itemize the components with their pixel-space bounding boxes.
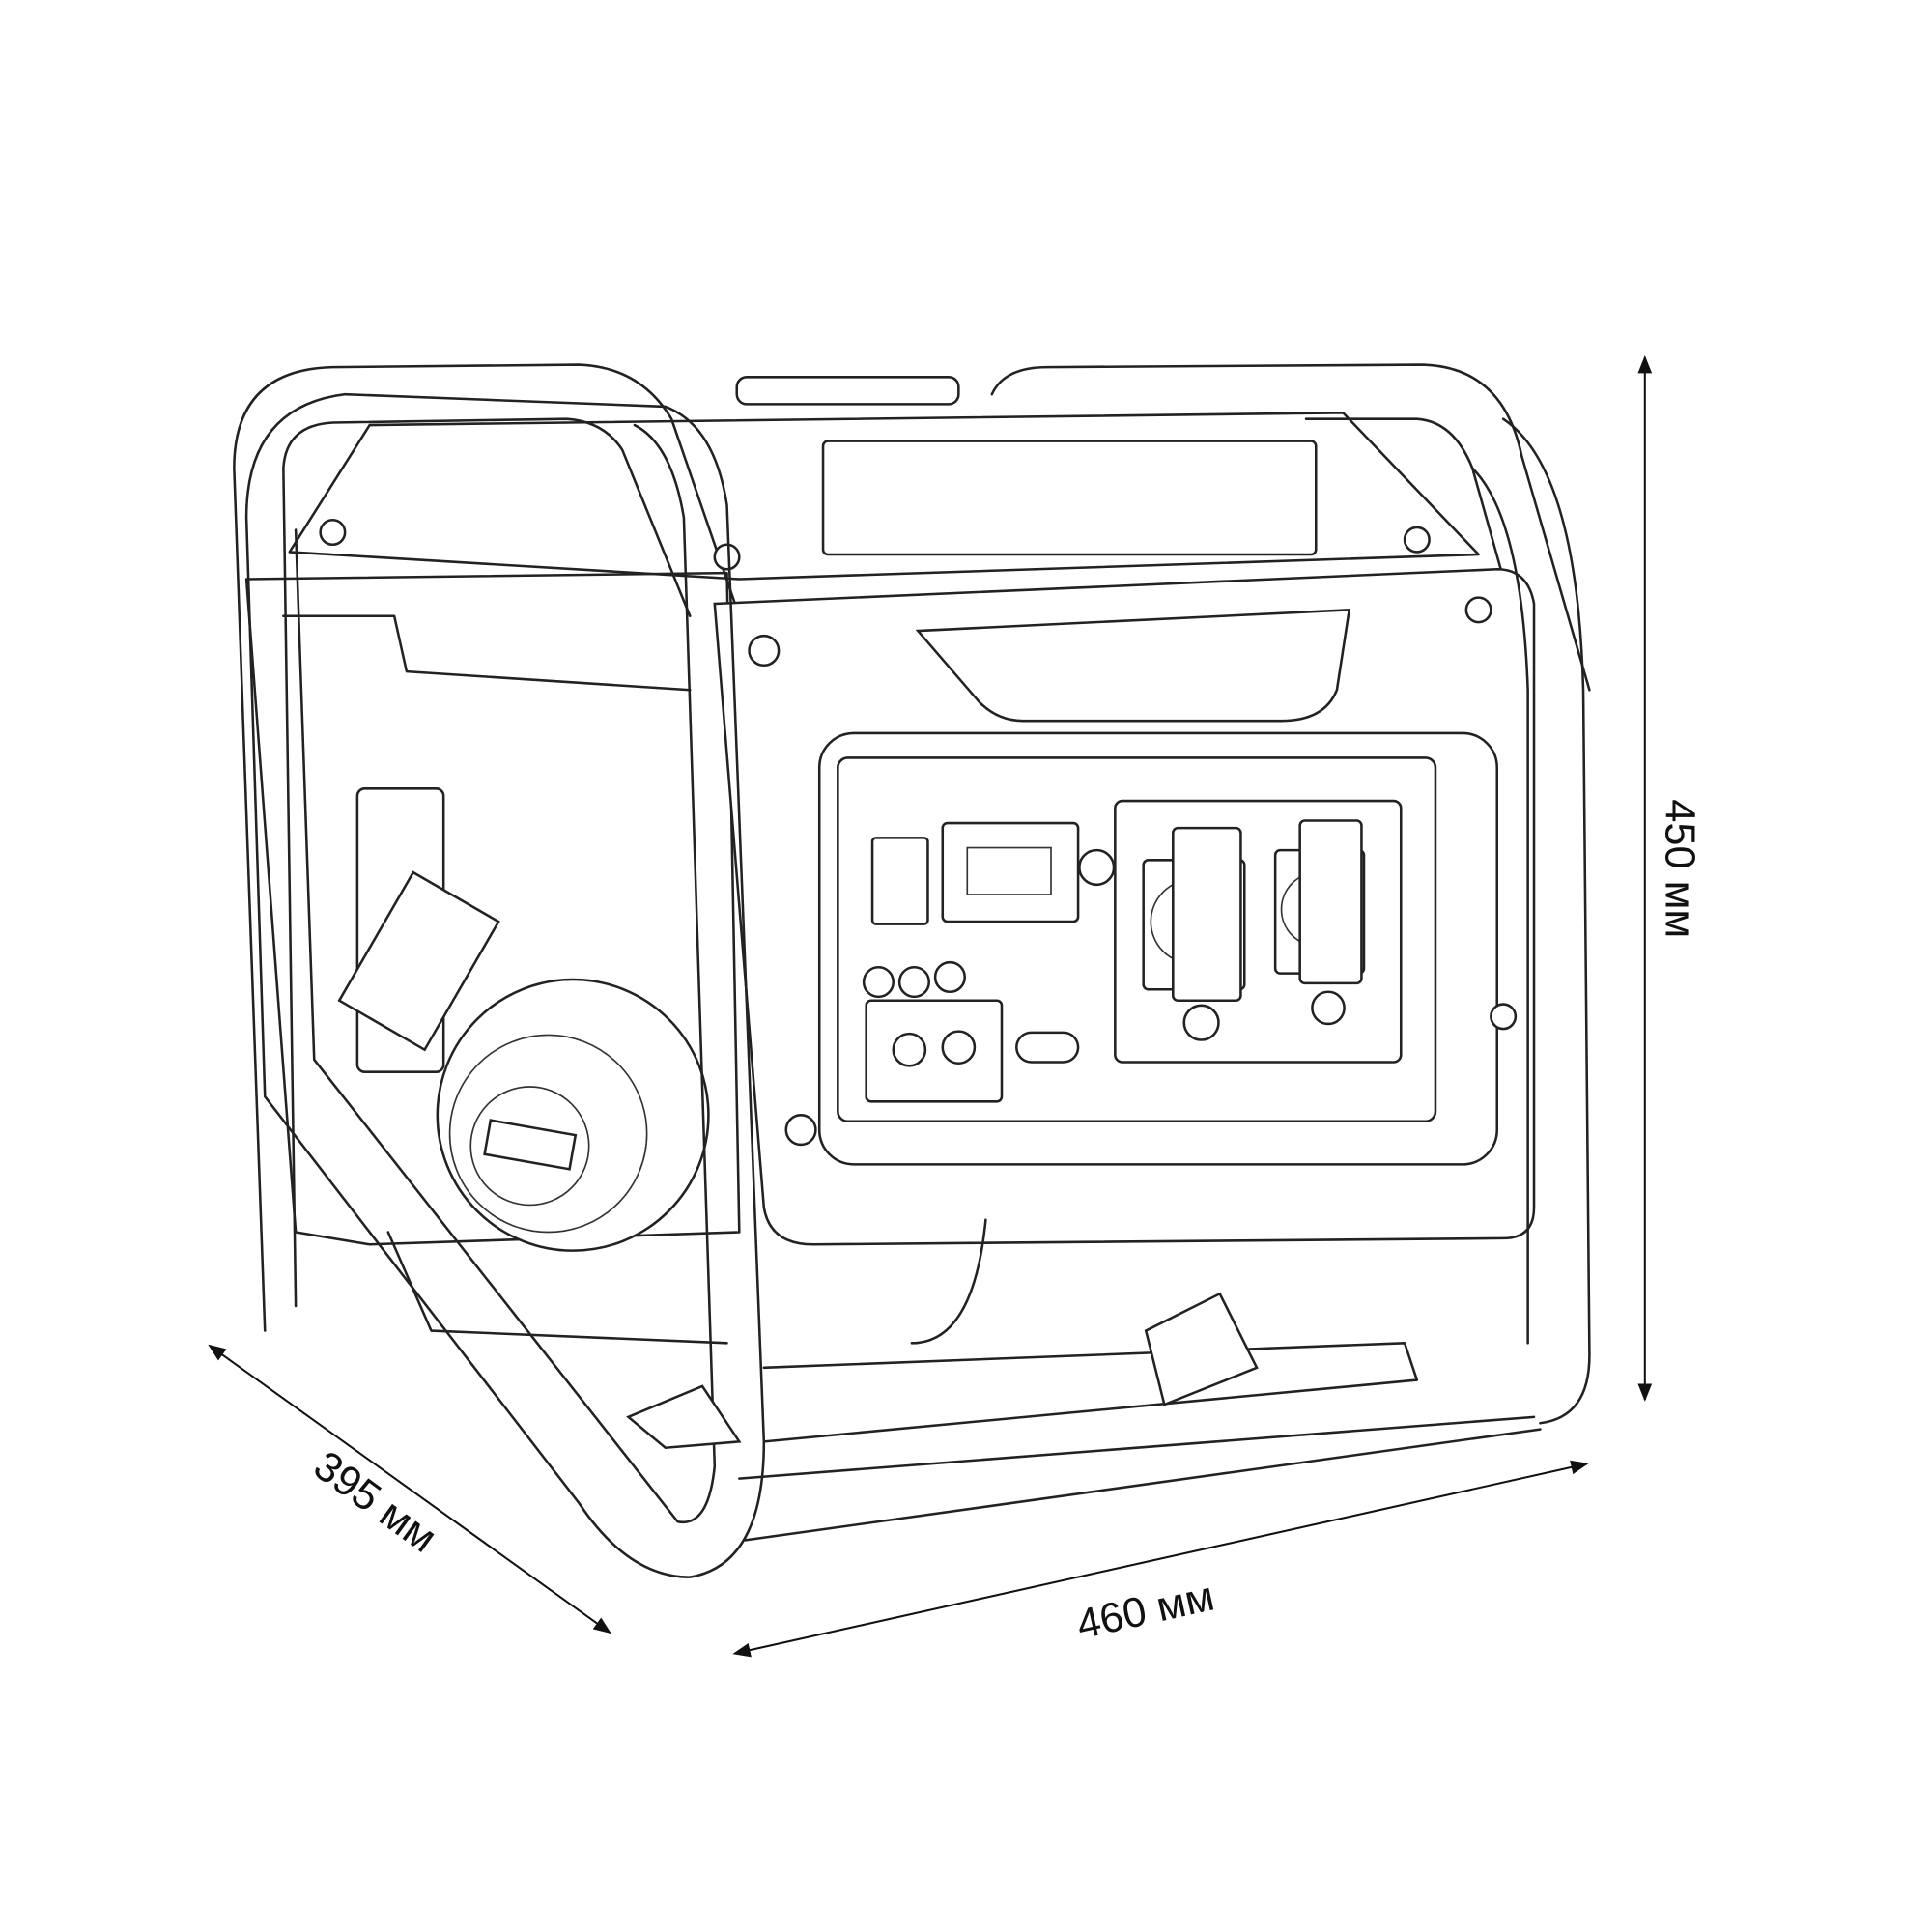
height-label: 450 мм — [1656, 799, 1702, 938]
carry-handle — [915, 609, 1351, 723]
breaker-button — [1311, 990, 1346, 1026]
depth-dimension-line — [208, 1344, 611, 1634]
engine-side — [244, 571, 741, 1345]
indicator-lamp — [862, 966, 895, 999]
dc-terminal — [892, 1032, 927, 1067]
indicator-knob — [1078, 848, 1116, 887]
dc-terminal — [941, 1030, 977, 1065]
screw-icon — [784, 1114, 817, 1147]
screw-icon — [748, 634, 781, 668]
screw-icon — [1490, 1003, 1518, 1031]
dc-output-block — [865, 999, 1004, 1103]
fuel-cap — [735, 376, 960, 406]
breaker-button — [1182, 1004, 1220, 1041]
pull-handle — [337, 870, 500, 1052]
socket-2-cover — [1298, 819, 1363, 985]
indicator-lamp — [933, 960, 966, 994]
indicator-lamp — [897, 966, 931, 999]
rear-frame — [233, 363, 1591, 1332]
fuel-tank — [288, 376, 1480, 581]
panel-controls — [862, 799, 1403, 1103]
bolt-icon — [319, 518, 347, 547]
front-frame — [244, 392, 1591, 1578]
power-switch — [870, 837, 929, 925]
base-frame — [626, 1218, 1542, 1542]
depth-label: 395 мм — [305, 1442, 445, 1561]
foot-bracket — [626, 1384, 742, 1450]
display — [941, 821, 1080, 923]
socket-1-cover — [1172, 826, 1242, 1002]
width-dimension-line — [732, 1460, 1589, 1658]
screw-icon — [1464, 596, 1492, 624]
width-label: 460 мм — [1072, 1573, 1218, 1648]
recoil-starter — [436, 978, 710, 1252]
choke-lever — [1015, 1031, 1080, 1064]
foot-bracket — [1144, 1292, 1259, 1406]
bolt-icon — [713, 543, 741, 571]
tank-label-plate — [821, 440, 1318, 556]
bolt-icon — [1403, 526, 1431, 554]
